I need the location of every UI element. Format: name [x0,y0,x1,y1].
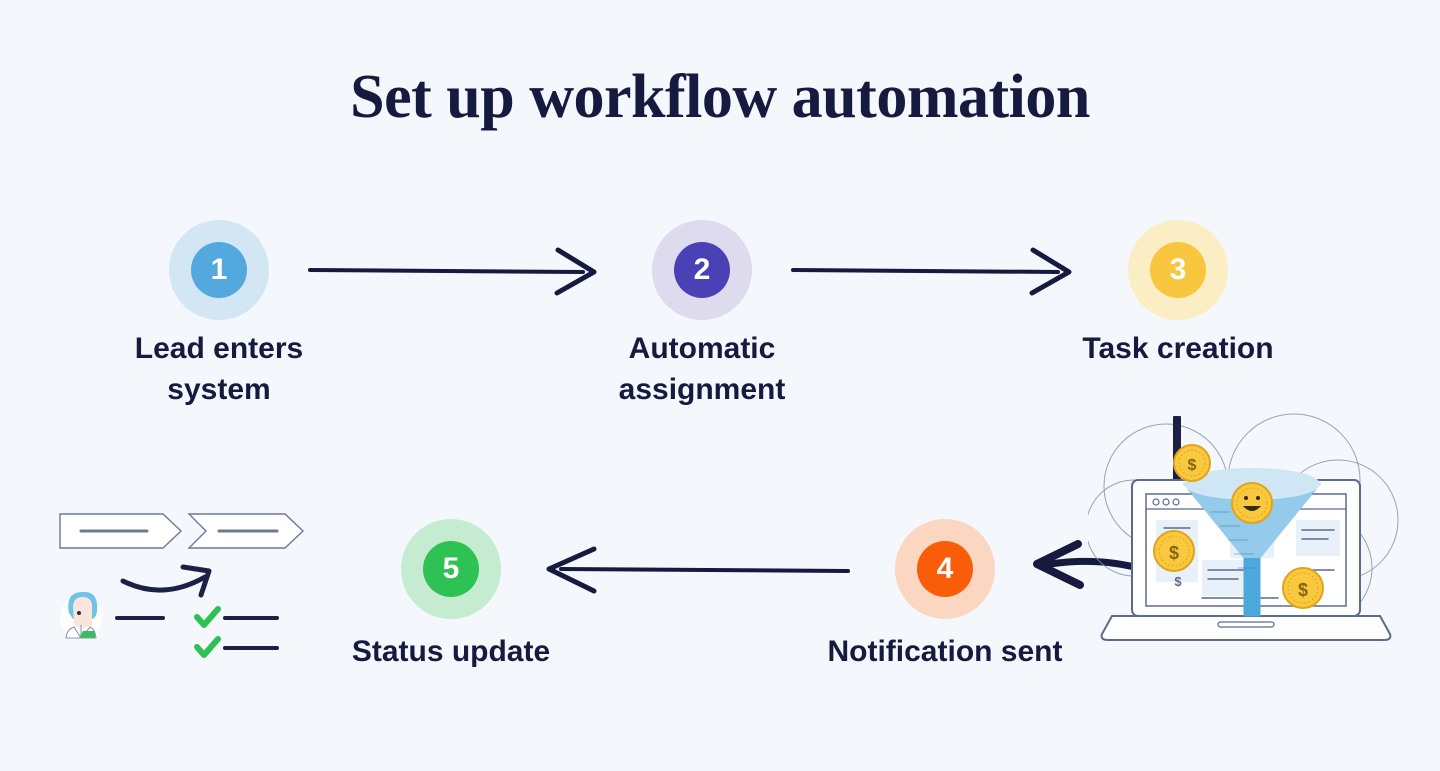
step-4-label: Notification sent [827,635,1063,668]
step-4-number: 4 [936,552,954,585]
chevron-boxes [59,513,305,549]
step-2-number-badge: 2 [674,242,730,298]
step-1-label: Lead enters system [134,332,304,407]
laptop-sales-funnel-illustration: $ $ $ $ [1088,413,1399,641]
svg-text:$: $ [1298,580,1308,600]
step-5-number: 5 [442,552,460,585]
svg-text:$: $ [1169,543,1179,563]
check-icon-2 [194,636,221,658]
arrow-step4-to-step5 [546,546,850,594]
coin-bottom-right: $ [1282,567,1324,609]
step-2-number: 2 [693,253,711,286]
step-5-number-badge: 5 [423,541,479,597]
page-title: Set up workflow automation [350,63,1090,131]
arrow-step1-to-step2 [308,247,597,296]
checklist-rows [115,606,279,658]
step-3-number: 3 [1169,253,1187,286]
step-3-number-badge: 3 [1150,242,1206,298]
svg-text:$: $ [1188,457,1197,474]
step-1-number-badge: 1 [191,242,247,298]
coin-top-left: $ [1173,444,1211,482]
coin-smiley [1231,482,1273,524]
curved-arrow-icon [120,564,212,598]
svg-text:$: $ [1174,574,1182,589]
coin-mid-left: $ $ [1153,530,1195,589]
step-2-label: Automatic assignment [618,332,786,407]
workflow-checklist-illustration [59,513,305,658]
avatar [60,591,102,639]
step-3-label: Task creation [1082,332,1274,365]
step-1-number: 1 [210,253,228,286]
check-icon-1 [194,606,221,628]
step-5-label: Status update [351,635,551,668]
arrow-step2-to-step3 [791,247,1072,296]
step-4-number-badge: 4 [917,541,973,597]
